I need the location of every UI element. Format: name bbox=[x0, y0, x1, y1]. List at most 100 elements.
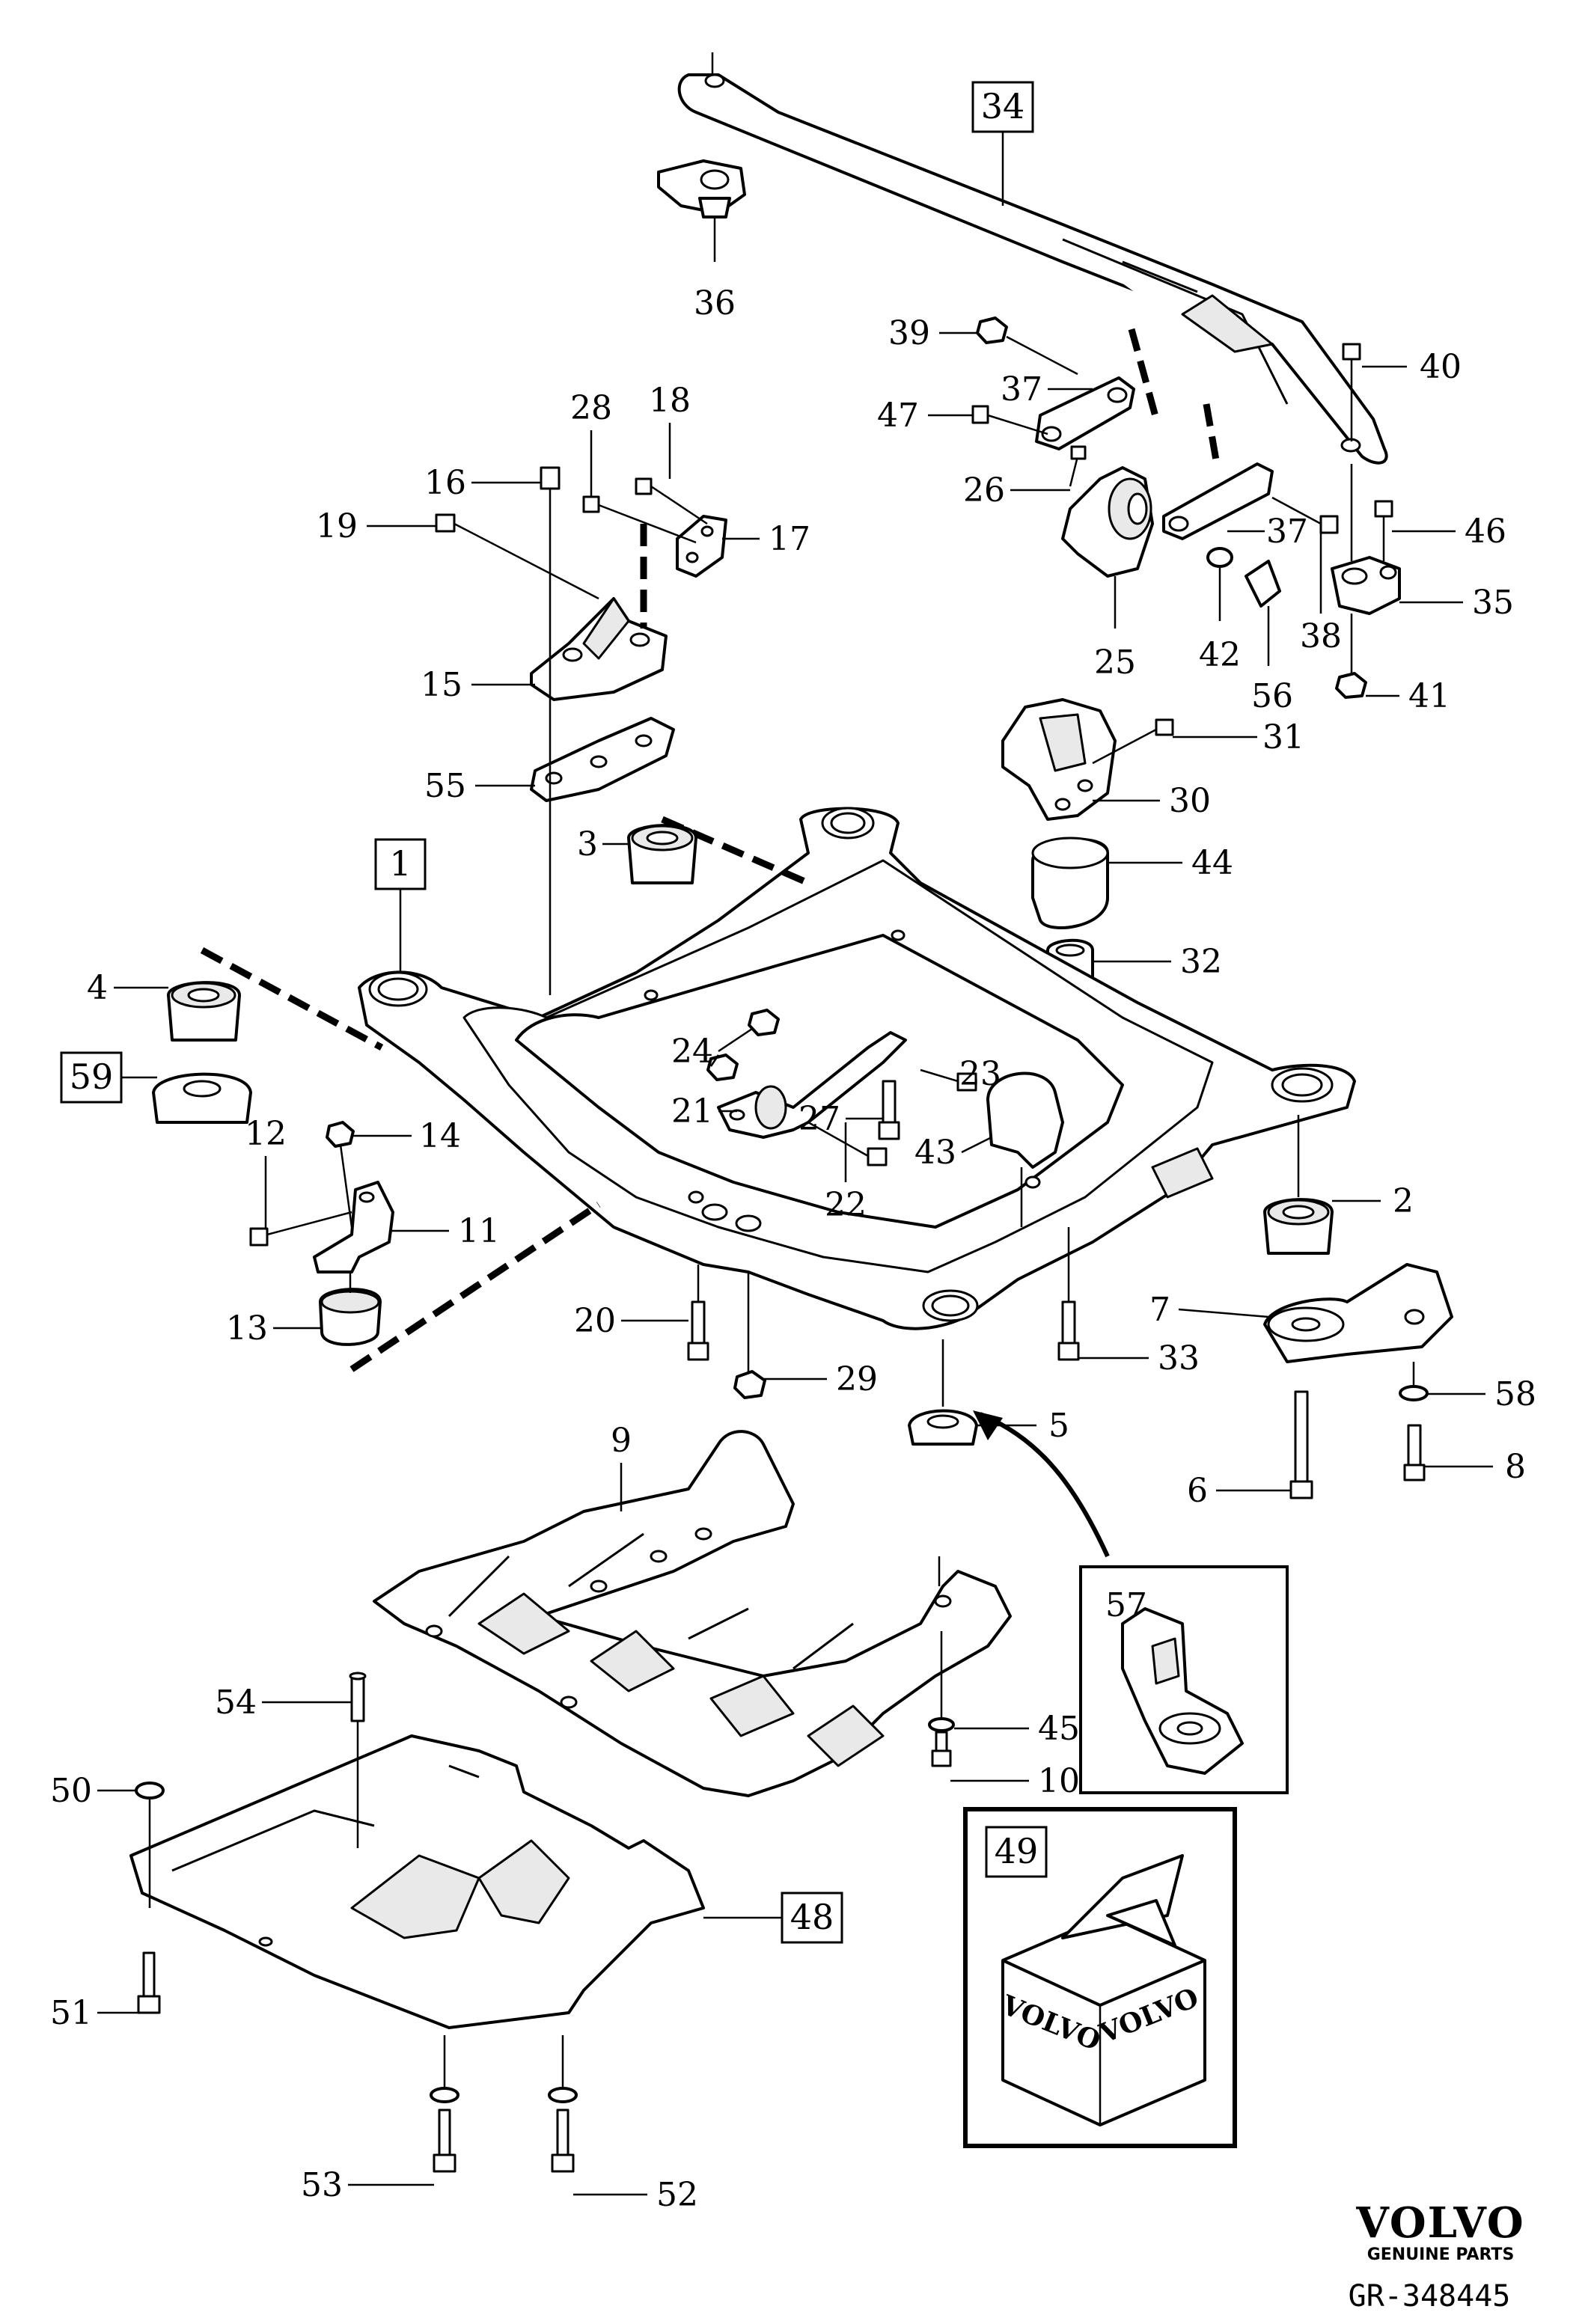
callout-7: 7 bbox=[1149, 1291, 1170, 1329]
mount-damper-44 bbox=[1031, 837, 1109, 929]
washer-45 bbox=[928, 1631, 955, 1732]
callout-45: 45 bbox=[1038, 1710, 1080, 1748]
callout-16: 16 bbox=[424, 464, 466, 502]
callout-box-48: 48 bbox=[703, 1892, 843, 1944]
washer-58 bbox=[1399, 1362, 1429, 1401]
volvo-logo-text: VOLVO bbox=[1355, 2198, 1524, 2248]
bolt-12 bbox=[249, 1211, 352, 1247]
callout-6: 6 bbox=[1187, 1472, 1208, 1510]
bolt-40 bbox=[1342, 343, 1361, 561]
callout-28: 28 bbox=[570, 389, 612, 427]
nut-29 bbox=[733, 1272, 766, 1399]
callout-17: 17 bbox=[769, 520, 810, 558]
callout-10: 10 bbox=[1038, 1762, 1080, 1800]
mount-bracket-30 bbox=[1001, 698, 1117, 821]
callout-14: 14 bbox=[419, 1117, 461, 1155]
callout-11: 11 bbox=[458, 1212, 500, 1250]
callout-3: 3 bbox=[577, 825, 598, 863]
bolt-26 bbox=[1069, 445, 1087, 487]
callout-44: 44 bbox=[1191, 844, 1233, 882]
callout-29: 29 bbox=[836, 1360, 878, 1398]
callout-8: 8 bbox=[1505, 1448, 1526, 1486]
bolt-23 bbox=[920, 1068, 977, 1092]
dash-link-4 bbox=[200, 947, 384, 1051]
arrow-57-to-5 bbox=[979, 1412, 1110, 1558]
washer-52 bbox=[548, 2035, 578, 2103]
bushing-3 bbox=[627, 824, 697, 884]
callout-38: 38 bbox=[1300, 617, 1342, 655]
bolt-46 bbox=[1374, 500, 1393, 561]
plate-55 bbox=[530, 717, 675, 802]
dash-link-13 bbox=[349, 1202, 601, 1372]
callout-34: 34 bbox=[981, 86, 1025, 126]
cap-56 bbox=[1245, 560, 1281, 666]
bracket-7 bbox=[1263, 1263, 1453, 1363]
callout-box-1: 1 bbox=[374, 838, 427, 973]
bolt-31 bbox=[1092, 718, 1174, 765]
callout-39: 39 bbox=[888, 314, 930, 352]
bolt-8 bbox=[1403, 1424, 1426, 1481]
callout-53: 53 bbox=[301, 2166, 343, 2204]
bolt-16 bbox=[540, 466, 561, 995]
diagram-reference: GR-348445 bbox=[1349, 2279, 1511, 2314]
bolt-18 bbox=[635, 477, 708, 525]
nut-39 bbox=[976, 317, 1078, 376]
callout-48: 48 bbox=[790, 1897, 834, 1937]
callout-12: 12 bbox=[245, 1115, 287, 1153]
callout-32: 32 bbox=[1180, 943, 1222, 981]
mount-35 bbox=[1331, 556, 1401, 615]
callout-58: 58 bbox=[1494, 1375, 1536, 1413]
rear-mount-bracket-37b bbox=[1162, 462, 1274, 540]
callout-19: 19 bbox=[316, 507, 358, 545]
bolt-22 bbox=[807, 1121, 888, 1166]
bolt-28 bbox=[582, 495, 697, 544]
callout-box-34: 34 bbox=[971, 81, 1034, 206]
callout-51: 51 bbox=[50, 1994, 92, 2032]
rear-mount-bracket-37a bbox=[1035, 376, 1135, 450]
engine-mount-25 bbox=[1061, 466, 1154, 629]
callout-24: 24 bbox=[671, 1033, 713, 1071]
genuine-parts-text: GENUINE PARTS bbox=[1367, 2245, 1515, 2264]
callout-18: 18 bbox=[649, 382, 691, 420]
washer-53 bbox=[430, 2035, 459, 2103]
bolt-52 bbox=[551, 2109, 575, 2173]
callout-23: 23 bbox=[959, 1055, 1001, 1093]
callout-13: 13 bbox=[226, 1309, 268, 1348]
skid-plate-48 bbox=[129, 1672, 705, 2029]
callout-25: 25 bbox=[1094, 643, 1136, 682]
callout-21: 21 bbox=[671, 1092, 713, 1131]
dash-link-34b bbox=[1203, 403, 1220, 461]
callout-50: 50 bbox=[50, 1772, 92, 1810]
callout-37b: 37 bbox=[1266, 513, 1308, 551]
inset-box-57 bbox=[1079, 1565, 1289, 1794]
dash-link-3 bbox=[661, 816, 810, 887]
subframe bbox=[358, 807, 1356, 1330]
dash-link-34 bbox=[1128, 328, 1160, 421]
bracket-11 bbox=[313, 1181, 394, 1273]
nut-41 bbox=[1335, 614, 1367, 699]
bushing-13 bbox=[319, 1272, 382, 1346]
callout-2: 2 bbox=[1393, 1182, 1414, 1220]
bolt-38 bbox=[1271, 496, 1339, 534]
callout-1: 1 bbox=[389, 843, 411, 884]
callout-42: 42 bbox=[1199, 636, 1241, 674]
callout-47: 47 bbox=[877, 397, 919, 435]
nut-24a bbox=[748, 1009, 780, 1036]
callout-40: 40 bbox=[1420, 348, 1462, 386]
callout-59: 59 bbox=[70, 1056, 114, 1097]
callout-37a: 37 bbox=[1001, 370, 1042, 409]
bushing-2 bbox=[1263, 1115, 1334, 1255]
callout-9: 9 bbox=[611, 1422, 632, 1460]
callout-22: 22 bbox=[825, 1186, 867, 1224]
bolt-33 bbox=[1057, 1227, 1080, 1361]
callout-49: 49 bbox=[995, 1831, 1039, 1871]
callout-56: 56 bbox=[1251, 677, 1293, 715]
callout-54: 54 bbox=[215, 1684, 257, 1722]
washer-42 bbox=[1206, 547, 1233, 621]
callout-41: 41 bbox=[1408, 677, 1450, 715]
bolt-51 bbox=[137, 1951, 161, 2014]
callout-52: 52 bbox=[656, 2176, 698, 2214]
bolt-10 bbox=[931, 1731, 952, 1767]
bolt-6 bbox=[1289, 1390, 1313, 1499]
bolt-53 bbox=[433, 2109, 456, 2173]
